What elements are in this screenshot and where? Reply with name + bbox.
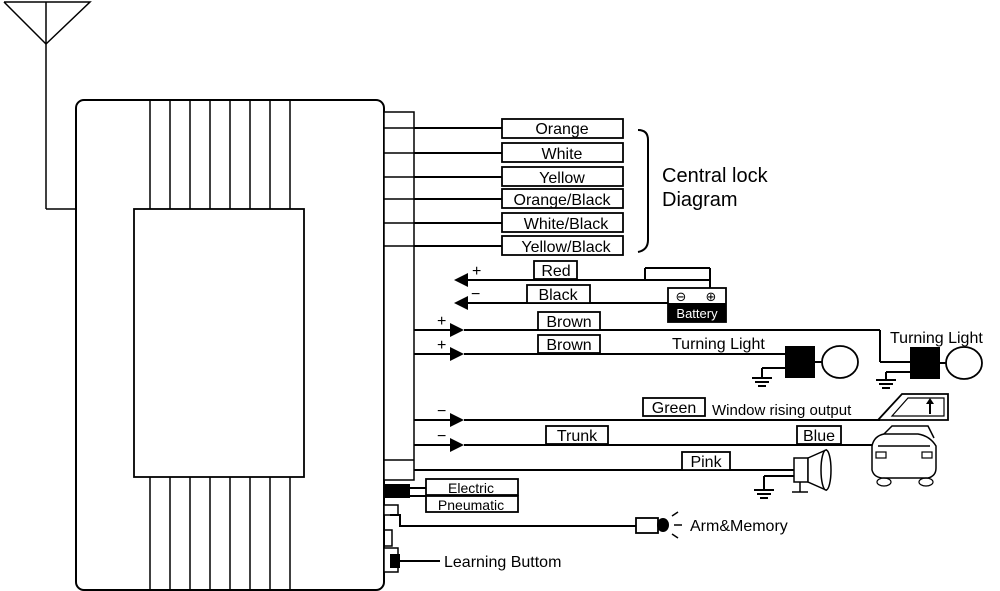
battery: ⊖ ⊕ Battery <box>667 287 727 323</box>
wire-label-green: Green <box>642 397 706 417</box>
control-unit <box>75 99 415 591</box>
brown1-sign: + <box>437 313 446 330</box>
pneumatic-label: Pneumatic <box>425 495 519 513</box>
wire-label-yellow: Yellow <box>501 166 624 187</box>
turning-light-label-left: Turning Light <box>672 336 765 353</box>
svg-text:Brown: Brown <box>546 314 591 331</box>
svg-text:Red: Red <box>541 263 570 280</box>
harness-block <box>383 111 415 481</box>
wire-label-orange-black: Orange/Black <box>501 188 624 209</box>
svg-text:White/Black: White/Black <box>524 216 609 233</box>
svg-text:Trunk: Trunk <box>557 428 598 445</box>
black-wire-sign: − <box>471 286 480 303</box>
brown2-arrow <box>450 347 464 361</box>
red-wire-arrow <box>454 273 468 287</box>
learning-button: Learning Buttom <box>383 529 561 573</box>
red-wire-sign: + <box>472 263 481 280</box>
svg-text:Pink: Pink <box>690 454 722 471</box>
window-rising-label: Window rising output <box>712 402 852 419</box>
black-wire-arrow <box>454 296 468 310</box>
lock-type-connector: Electric Pneumatic <box>383 478 519 516</box>
trunk-wire: − Trunk Blue <box>414 425 937 487</box>
car-trunk-icon <box>871 425 937 487</box>
learning-button-label: Learning Buttom <box>444 554 561 571</box>
wire-label-blue: Blue <box>796 425 842 445</box>
led-icon <box>635 517 659 534</box>
svg-text:White: White <box>542 146 583 163</box>
arm-memory-led: Arm&Memory <box>390 511 788 539</box>
wire-label-white: White <box>501 142 624 163</box>
control-unit-inner-panel <box>133 208 305 478</box>
turn-light-wires: + Brown + Brown Turning Light Tur <box>414 311 983 389</box>
central-lock-wires: Orange White Yellow Orange/Black White/B… <box>414 118 769 256</box>
wire-label-red: Red <box>533 260 578 280</box>
wire-label-brown-2: Brown <box>537 334 601 354</box>
ground-icon <box>754 489 774 499</box>
battery-positive-terminal: ⊕ <box>706 289 717 304</box>
wire-label-orange: Orange <box>501 118 624 139</box>
wire-label-white-black: White/Black <box>501 212 624 233</box>
svg-text:Green: Green <box>652 400 696 417</box>
ground-icon <box>752 377 772 387</box>
turning-light-left <box>761 345 859 379</box>
wire-label-trunk: Trunk <box>545 425 609 445</box>
svg-text:Blue: Blue <box>803 428 835 445</box>
antenna <box>3 1 92 210</box>
central-lock-title-line1: Central lock <box>662 165 769 187</box>
wire-label-yellow-black: Yellow/Black <box>501 235 624 256</box>
svg-text:Orange: Orange <box>535 121 588 138</box>
wire-label-pink: Pink <box>681 451 731 471</box>
turning-light-right <box>885 346 983 380</box>
ground-icon <box>876 379 896 389</box>
svg-text:Orange/Black: Orange/Black <box>514 192 612 209</box>
svg-text:Yellow/Black: Yellow/Black <box>521 239 611 256</box>
central-lock-bracket <box>637 129 649 253</box>
arm-memory-label: Arm&Memory <box>690 518 788 535</box>
green-arrow <box>450 413 464 427</box>
control-unit-ribs <box>149 100 291 590</box>
wire-label-black: Black <box>526 284 591 304</box>
window-output-wire: − Green Window rising output <box>414 393 949 427</box>
svg-text:Pneumatic: Pneumatic <box>438 497 504 513</box>
power-wires: + Red − Black ⊖ ⊕ Battery <box>454 260 727 323</box>
siren-wire: Pink <box>414 448 832 499</box>
turning-light-label-right: Turning Light <box>890 330 983 347</box>
trunk-sign: − <box>437 428 446 445</box>
svg-text:Electric: Electric <box>448 480 494 496</box>
svg-text:Brown: Brown <box>546 337 591 354</box>
wire-label-brown-1: Brown <box>537 311 601 331</box>
battery-negative-terminal: ⊖ <box>676 289 687 304</box>
siren-icon <box>792 448 832 493</box>
svg-text:Black: Black <box>538 287 578 304</box>
trunk-arrow <box>450 438 464 452</box>
svg-text:Yellow: Yellow <box>539 170 585 187</box>
green-sign: − <box>437 403 446 420</box>
central-lock-title-line2: Diagram <box>662 189 738 211</box>
window-up-icon <box>875 393 949 421</box>
brown1-arrow <box>450 323 464 337</box>
battery-label: Battery <box>676 306 718 321</box>
electric-label: Electric <box>425 478 519 496</box>
brown2-sign: + <box>437 337 446 354</box>
